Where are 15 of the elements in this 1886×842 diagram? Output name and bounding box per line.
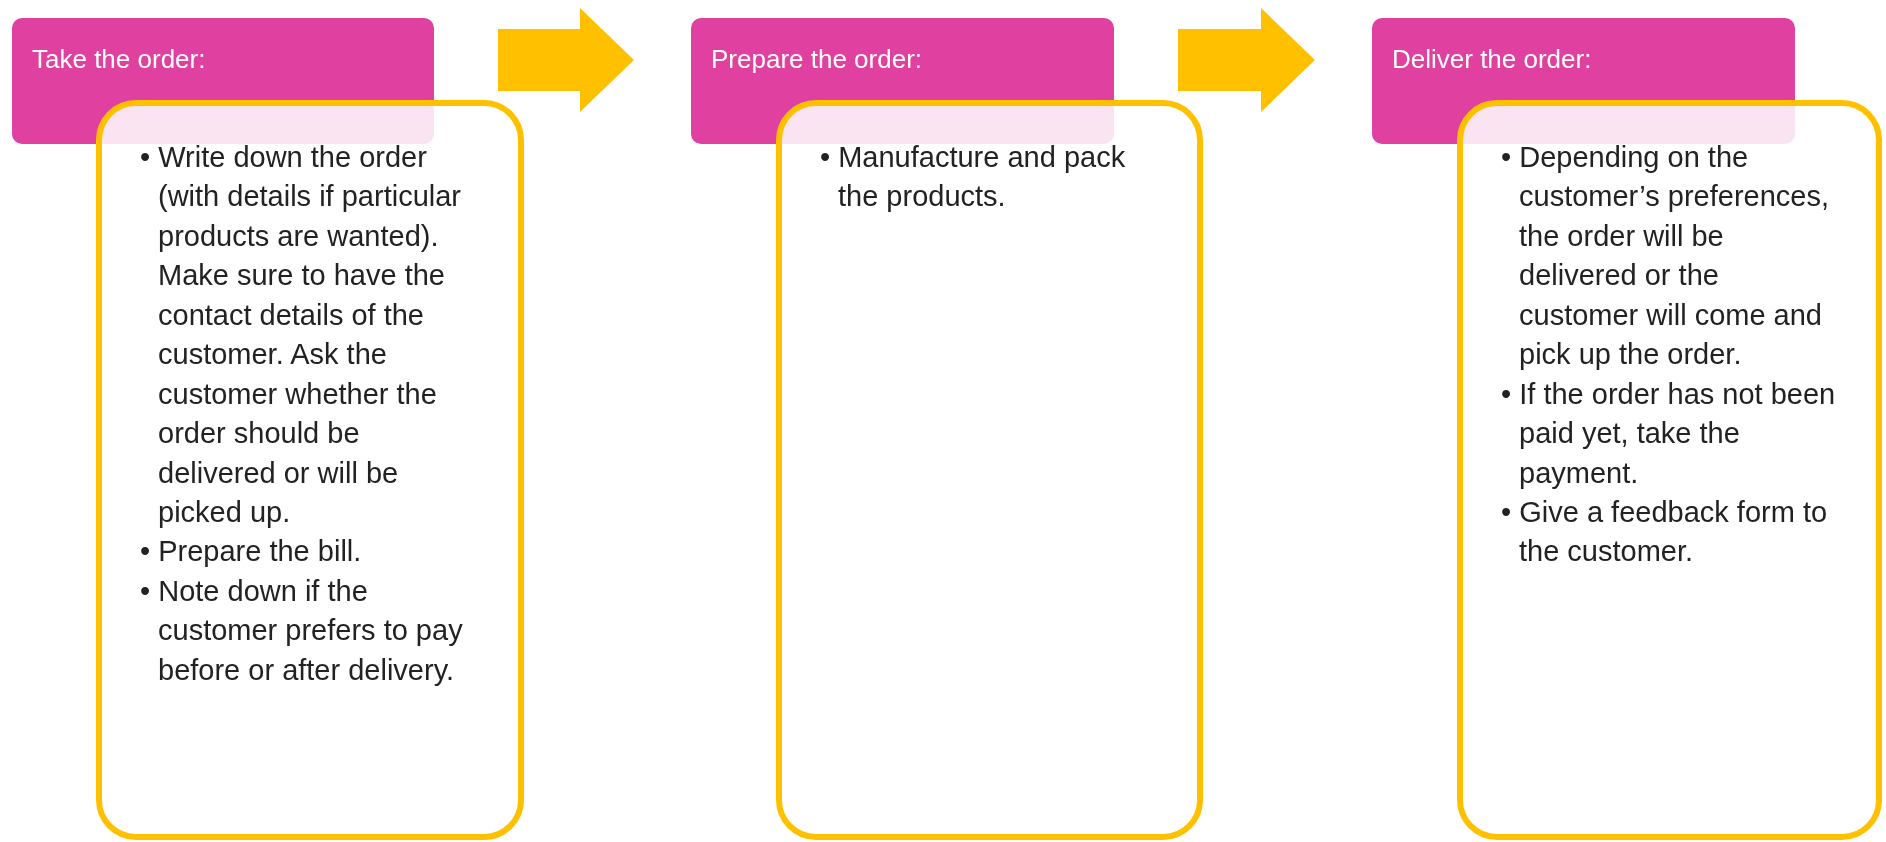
bullet-text: • Note down if the customer prefers to pay before or after delivery. — [140, 573, 464, 688]
stage-title: Deliver the order: — [1392, 44, 1592, 74]
bullet-text: • Give a feedback form to the customer. — [1501, 494, 1829, 570]
stage-card — [1457, 100, 1882, 840]
block-arrow — [1178, 8, 1315, 112]
bullet-text: • Manufacture and pack the products. — [820, 140, 1127, 215]
bullet-text: • Write down the order (with details if particular products are wanted). Make sure to have the contact details of the customer. Ask the customer whether the order should be delivered or will be picked up. — [140, 140, 462, 530]
stage-card — [776, 100, 1203, 840]
bullet-text: • Depending on the customer’s preferences, the order will be delivered or the customer will come and pick up the order. — [1501, 140, 1830, 373]
bullet-text: • If the order has not been paid yet, take the payment. — [1501, 376, 1836, 491]
bullet-text: • Prepare the bill. — [140, 534, 363, 570]
stage-card — [96, 100, 524, 840]
stage-title: Take the order: — [32, 44, 206, 74]
stage-title: Prepare the order: — [711, 44, 922, 74]
block-arrow — [498, 8, 634, 112]
